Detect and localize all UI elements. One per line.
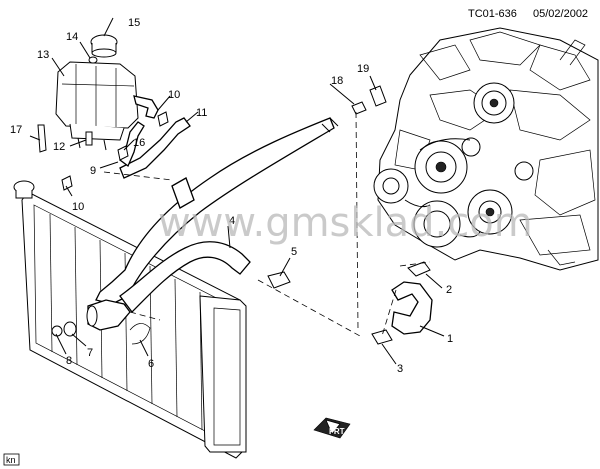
callout-11: 11 (196, 107, 207, 119)
callout-16: 16 (133, 137, 145, 149)
callout-10-lower: 10 (72, 201, 84, 213)
radiator-inlet-hose (95, 117, 339, 305)
kn-tag: kn (6, 455, 16, 465)
callout-10-upper: 10 (168, 89, 180, 101)
radiator (13, 180, 247, 459)
callout-6: 6 (148, 358, 154, 370)
callouts: 1 2 3 4 5 6 7 8 9 10 10 11 12 13 14 15 1… (10, 17, 453, 375)
callout-2: 2 (446, 284, 452, 296)
callout-15: 15 (128, 17, 140, 29)
radiator-outlet-hose (119, 177, 251, 313)
connection-lines (103, 111, 431, 337)
kn-tag-box (3, 453, 20, 466)
callout-19: 19 (357, 63, 369, 75)
leader-lines (29, 17, 445, 365)
hose-clamps (51, 85, 431, 345)
surge-tank-outlet-hose (119, 117, 191, 179)
callout-1: 1 (447, 333, 453, 345)
callout-14: 14 (66, 31, 78, 43)
callout-4: 4 (229, 215, 235, 227)
front-direction-arrow: FRT (313, 417, 351, 439)
coolant-surge-tank (37, 34, 139, 153)
engine-inlet-hose (391, 281, 433, 335)
radiator-outlet-pipe (86, 299, 131, 331)
diagram-date: 05/02/2002 (533, 8, 588, 20)
diagram-code: TC01-636 (468, 8, 517, 20)
engine-assembly (373, 27, 599, 271)
callout-7: 7 (87, 347, 93, 359)
callout-5: 5 (291, 246, 297, 258)
watermark-text: www.gmsklad.com (158, 200, 533, 246)
front-arrow-label: FRT (329, 427, 345, 436)
callout-8: 8 (66, 355, 72, 367)
callout-13: 13 (37, 49, 49, 61)
callout-17: 17 (10, 124, 22, 136)
callout-18: 18 (331, 75, 343, 87)
callout-12: 12 (53, 141, 65, 153)
callout-9: 9 (90, 165, 96, 177)
callout-3: 3 (397, 363, 403, 375)
